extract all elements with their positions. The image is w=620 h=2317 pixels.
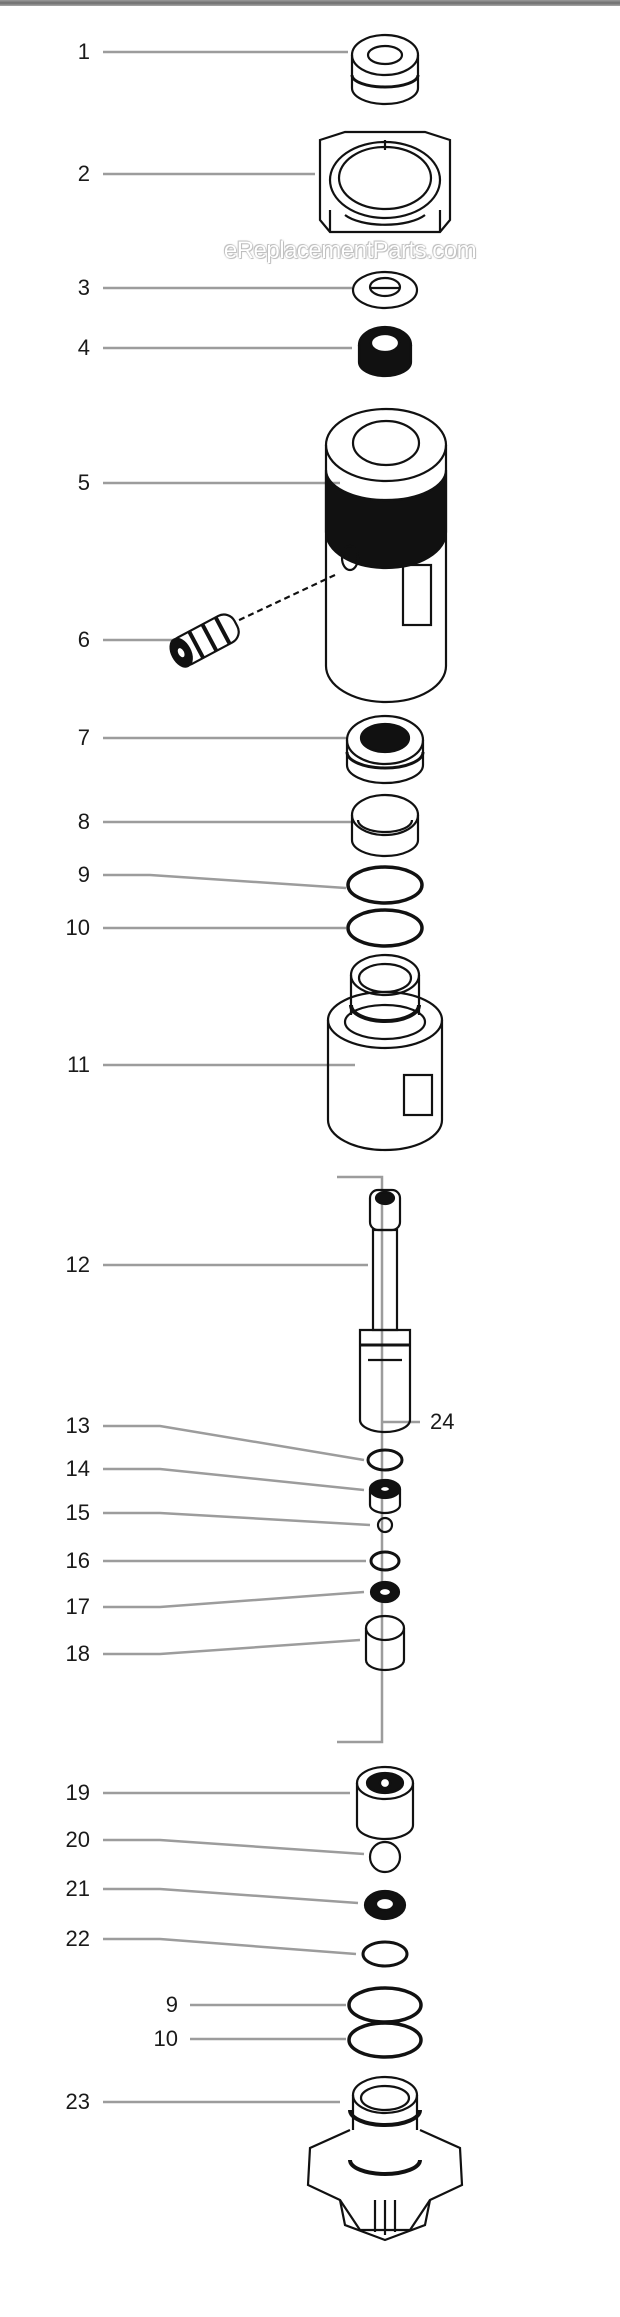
part-18	[364, 1614, 406, 1672]
callout-3: 3	[77, 275, 90, 300]
part-8	[350, 793, 420, 858]
part-17	[369, 1580, 401, 1604]
part-15	[376, 1516, 394, 1534]
callout-24-assembly: 24	[430, 1409, 455, 1434]
callout-19: 19	[65, 1780, 90, 1805]
callout-5: 5	[77, 470, 90, 495]
callout-6: 6	[77, 627, 90, 652]
part-21	[363, 1889, 407, 1921]
callout-17: 17	[65, 1594, 90, 1619]
callout-21: 21	[65, 1876, 90, 1901]
part-23	[306, 2075, 464, 2242]
part-14	[368, 1478, 402, 1515]
callout-2: 2	[77, 161, 90, 186]
part-5	[234, 407, 448, 704]
callout-8: 8	[77, 809, 90, 834]
part-19	[355, 1765, 415, 1841]
part-4	[357, 325, 413, 378]
callout-9: 9	[77, 862, 90, 887]
part-13	[366, 1448, 404, 1472]
top-border	[0, 0, 620, 6]
callout-22: 22	[65, 1926, 90, 1951]
callout-11: 11	[67, 1052, 90, 1077]
callout-12: 12	[65, 1252, 90, 1277]
callout-10-lower: 10	[153, 2026, 178, 2051]
callout-18: 18	[65, 1641, 90, 1666]
part-7	[345, 714, 425, 785]
part-22	[361, 1940, 409, 1968]
callout-16: 16	[65, 1548, 90, 1573]
callout-15: 15	[65, 1500, 90, 1525]
part-2	[318, 130, 452, 234]
part-3	[351, 270, 419, 310]
callout-4: 4	[77, 335, 90, 360]
callout-20: 20	[65, 1827, 90, 1852]
part-9-10-lower	[347, 1986, 423, 2059]
part-11	[326, 953, 444, 1152]
leader-lines	[103, 50, 420, 2104]
part-9-10	[346, 865, 424, 948]
part-6	[169, 613, 240, 668]
part-16	[369, 1550, 401, 1572]
callout-9-lower: 9	[165, 1992, 178, 2017]
part-1	[350, 33, 420, 106]
callout-14: 14	[65, 1456, 90, 1481]
callout-23: 23	[65, 2089, 90, 2114]
watermark: eReplacementParts.com	[223, 237, 477, 264]
callout-7: 7	[77, 725, 90, 750]
part-20	[368, 1840, 402, 1874]
callout-1: 1	[77, 39, 90, 64]
callout-13: 13	[65, 1413, 90, 1438]
part-12	[358, 1188, 412, 1434]
callout-10: 10	[65, 915, 90, 940]
